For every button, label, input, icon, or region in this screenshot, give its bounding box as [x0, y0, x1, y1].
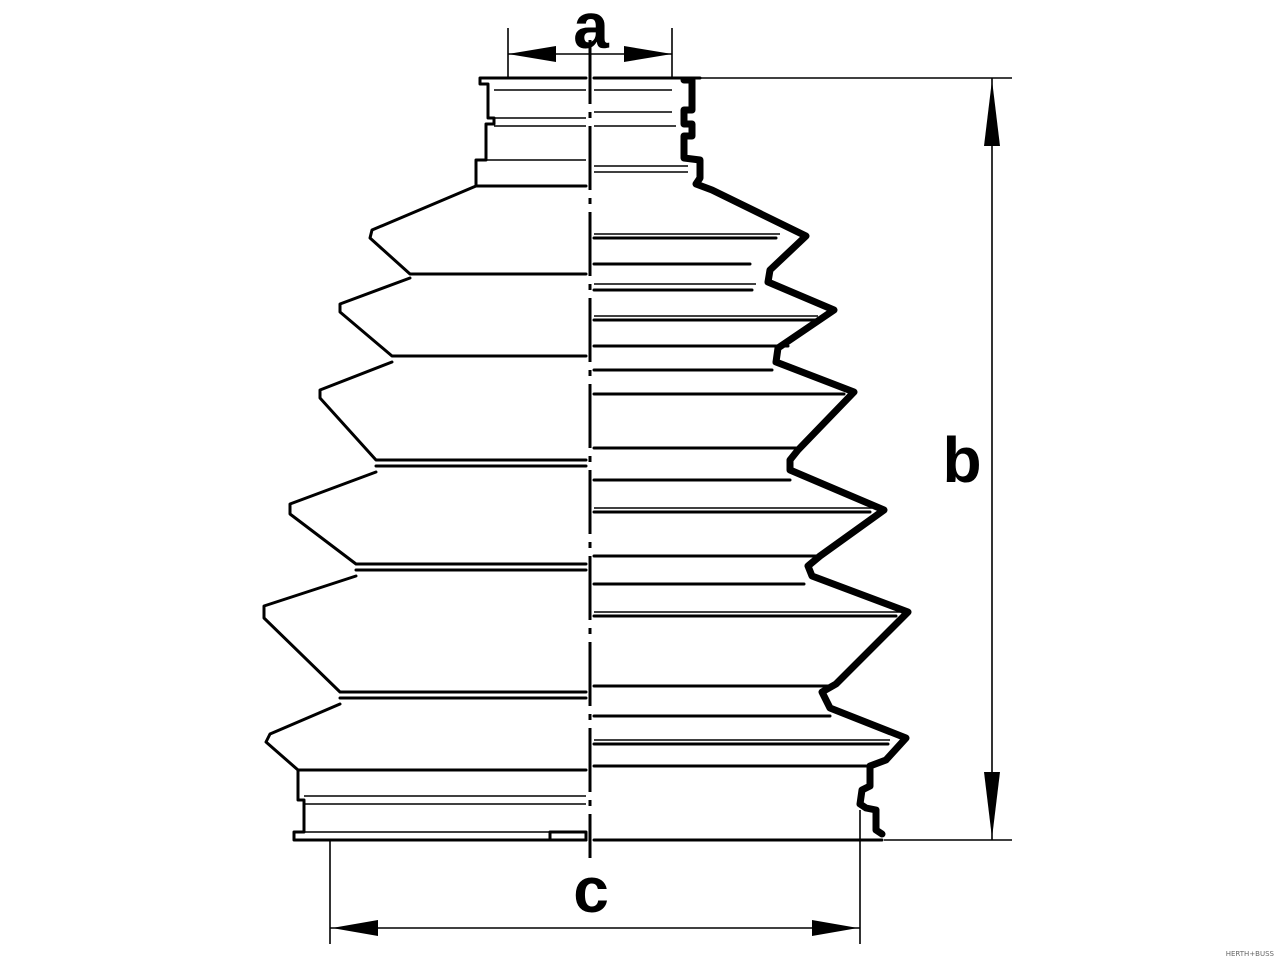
convolution-left-4: [288, 470, 588, 566]
convolution-left-2: [338, 276, 588, 358]
dimension-b-label: b: [942, 424, 981, 496]
convolution-left-3: [318, 360, 588, 462]
right-half-section: [592, 76, 912, 842]
boot-wall-profile: [680, 76, 912, 838]
brand-mark: HERTH+BUSS: [1226, 950, 1275, 958]
dimension-c-label: c: [573, 854, 609, 926]
dimension-a-label: a: [573, 0, 609, 62]
top-collar-left: [474, 76, 588, 188]
left-half-outline: [262, 76, 588, 842]
dimension-a: [507, 28, 673, 78]
convolution-left-5: [262, 574, 588, 694]
dimension-b: [700, 77, 1012, 841]
dimension-c: [329, 810, 861, 944]
convolution-left-1: [368, 184, 588, 276]
convolution-left-6: [264, 702, 588, 772]
bottom-collar-left: [292, 768, 588, 842]
